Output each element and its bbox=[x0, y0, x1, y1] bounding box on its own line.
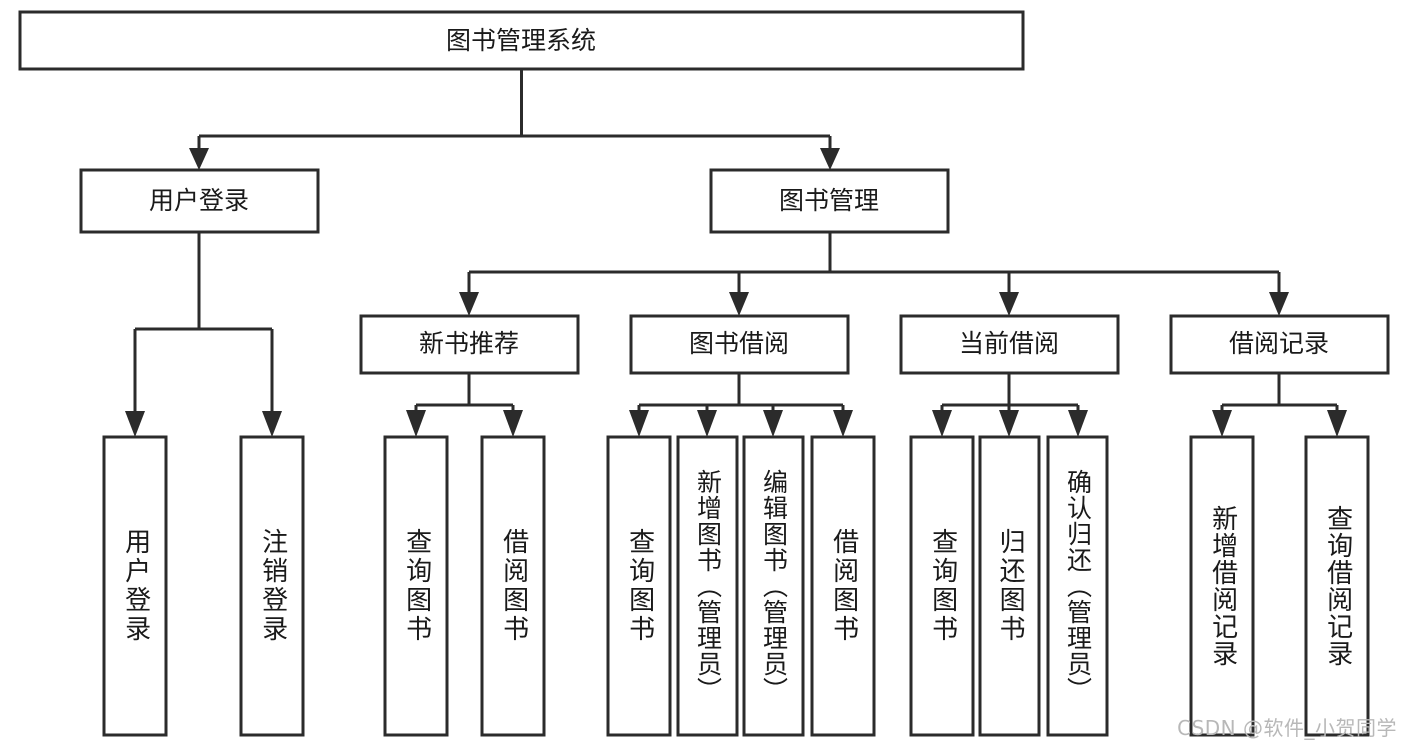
arrowhead-nbr-leaf-1 bbox=[406, 410, 426, 437]
leaf-box-nbr-2[interactable] bbox=[480, 435, 546, 737]
node-label-borrow-record: 借阅记录 bbox=[1229, 329, 1329, 358]
arrowhead-cb-leaf-3 bbox=[1068, 410, 1088, 437]
node-label-user-login: 用户登录 bbox=[149, 186, 249, 215]
arrowhead-bb-leaf-2 bbox=[697, 410, 717, 437]
leaf-box-user-login-2[interactable] bbox=[239, 435, 305, 737]
arrowhead-current-borrow bbox=[999, 292, 1019, 316]
leaf-box-user-login-1[interactable] bbox=[102, 435, 168, 737]
node-box-book-manage[interactable] bbox=[709, 168, 950, 234]
node-box-book-borrow[interactable] bbox=[629, 314, 850, 375]
arrowhead-book-manage bbox=[820, 148, 840, 170]
node-label-book-borrow: 图书借阅 bbox=[689, 329, 789, 358]
arrowhead-user-login bbox=[189, 148, 209, 170]
arrowhead-br-leaf-2 bbox=[1327, 410, 1347, 437]
node-label-root: 图书管理系统 bbox=[446, 26, 596, 55]
arrowhead-new-book-recommend bbox=[459, 292, 479, 316]
node-box-current-borrow[interactable] bbox=[899, 314, 1120, 375]
leaf-box-bb-1[interactable] bbox=[606, 435, 672, 737]
leaf-box-br-2[interactable] bbox=[1304, 435, 1370, 737]
arrowhead-bb-leaf-1 bbox=[629, 410, 649, 437]
connector-group-new-book-recommend bbox=[406, 373, 523, 437]
node-label-book-manage: 图书管理 bbox=[779, 186, 879, 215]
leaf-box-cb-1[interactable] bbox=[909, 435, 975, 737]
node-box-root[interactable] bbox=[18, 10, 1025, 71]
node-box-borrow-record[interactable] bbox=[1169, 314, 1390, 375]
node-box-new-book-recommend[interactable] bbox=[359, 314, 580, 375]
connector-group-current-borrow bbox=[932, 373, 1088, 437]
arrowhead-br-leaf-1 bbox=[1212, 410, 1232, 437]
connector-group-borrow-record bbox=[1212, 373, 1347, 437]
leaf-box-bb-3[interactable] bbox=[742, 435, 805, 737]
arrowhead-book-borrow bbox=[729, 292, 749, 316]
connector-group-book-manage bbox=[459, 232, 1289, 316]
leaf-box-br-1[interactable] bbox=[1189, 435, 1255, 737]
arrowhead-leaf-user-login bbox=[125, 411, 145, 437]
arrowhead-cb-leaf-2 bbox=[999, 410, 1019, 437]
leaf-box-bb-2[interactable] bbox=[676, 435, 739, 737]
connector-group-user-login bbox=[125, 232, 282, 437]
leaf-box-bb-4[interactable] bbox=[810, 435, 876, 737]
arrowhead-bb-leaf-3 bbox=[763, 410, 783, 437]
node-label-new-book-recommend: 新书推荐 bbox=[419, 329, 519, 358]
arrowhead-borrow-record bbox=[1269, 292, 1289, 316]
connector-group-book-borrow bbox=[629, 373, 853, 437]
leaf-box-cb-2[interactable] bbox=[978, 435, 1041, 737]
arrowhead-nbr-leaf-2 bbox=[503, 410, 523, 437]
connector-group-root bbox=[189, 69, 840, 170]
arrowhead-bb-leaf-4 bbox=[833, 410, 853, 437]
arrowhead-cb-leaf-1 bbox=[932, 410, 952, 437]
node-label-current-borrow: 当前借阅 bbox=[959, 329, 1059, 358]
leaf-box-cb-3[interactable] bbox=[1046, 435, 1109, 737]
node-box-user-login[interactable] bbox=[79, 168, 320, 234]
arrowhead-leaf-logout bbox=[262, 411, 282, 437]
watermark-text: CSDN @软件_小贺同学 bbox=[1177, 716, 1397, 740]
leaf-box-nbr-1[interactable] bbox=[383, 435, 449, 737]
